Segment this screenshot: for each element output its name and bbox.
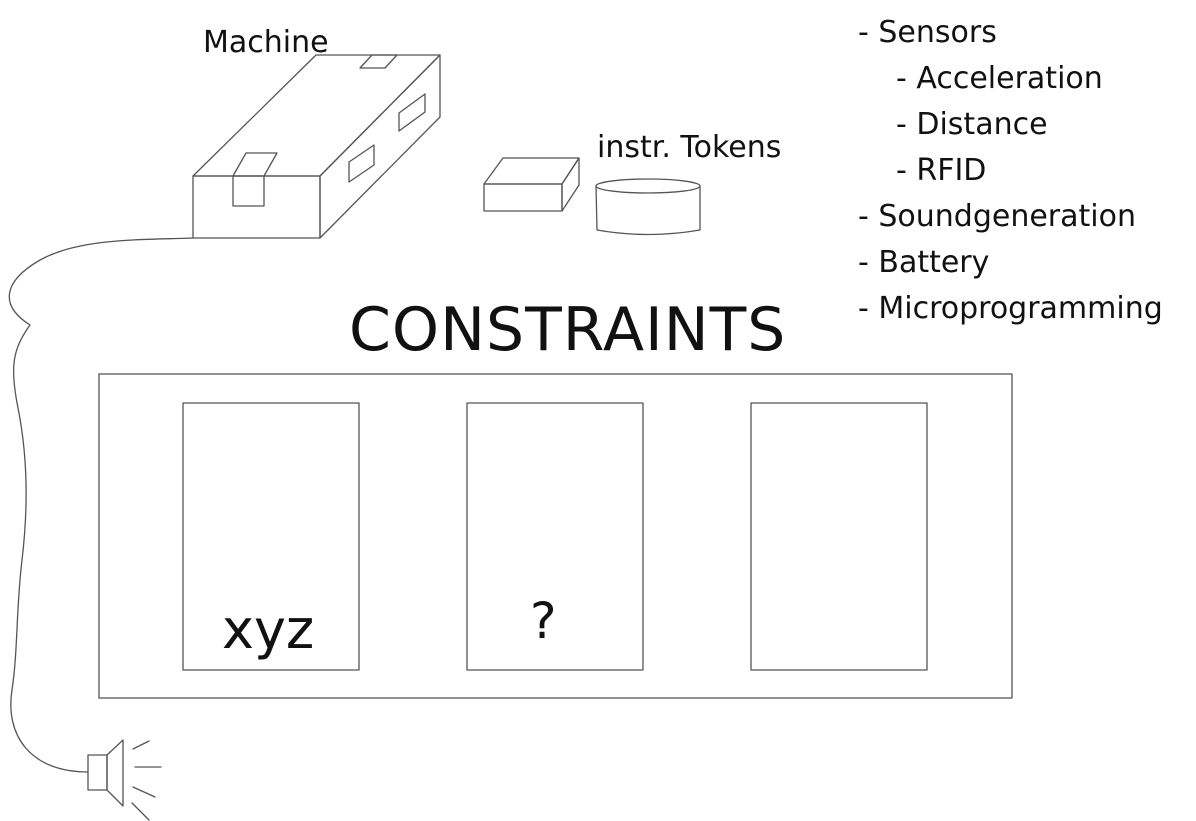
box-token-side bbox=[561, 157, 580, 212]
constraints-panel bbox=[98, 373, 1013, 699]
feature-item: - Microprogramming bbox=[858, 291, 1163, 326]
sound-line-1 bbox=[132, 740, 150, 750]
machine-side-window-2 bbox=[398, 93, 426, 132]
tokens-label: instr. Tokens bbox=[597, 130, 782, 165]
sound-line-3 bbox=[132, 786, 156, 798]
speaker-cone bbox=[106, 739, 124, 807]
slot-2-label: ? bbox=[530, 592, 557, 650]
feature-subitem: - Acceleration bbox=[896, 61, 1103, 96]
machine-top-notch-back bbox=[359, 54, 398, 69]
machine-label: Machine bbox=[203, 25, 329, 60]
box-token-drawing bbox=[483, 157, 580, 212]
machine-front-face bbox=[192, 175, 321, 239]
cylinder-token-body bbox=[595, 185, 701, 236]
machine-drawing bbox=[192, 54, 441, 239]
machine-front-notch bbox=[232, 175, 265, 207]
constraint-slot-3 bbox=[750, 402, 928, 671]
machine-side-face bbox=[319, 54, 441, 239]
feature-subitem: - Distance bbox=[896, 107, 1048, 142]
cylinder-token-drawing bbox=[595, 178, 701, 236]
feature-item: - Sensors bbox=[858, 15, 997, 50]
cylinder-token-top bbox=[595, 178, 701, 194]
cable-line bbox=[8, 237, 194, 773]
feature-item: - Battery bbox=[858, 245, 990, 280]
constraints-title: CONSTRAINTS bbox=[349, 295, 787, 365]
feature-item: - Soundgeneration bbox=[858, 199, 1136, 234]
constraint-slot-2 bbox=[466, 402, 644, 671]
feature-list: - Sensors - Acceleration - Distance - RF… bbox=[858, 10, 1163, 332]
machine-side-window-1 bbox=[348, 144, 375, 183]
sound-line-4 bbox=[131, 802, 150, 821]
feature-subitem: - RFID bbox=[896, 153, 987, 188]
box-token-front bbox=[483, 183, 563, 212]
speaker-body bbox=[87, 754, 108, 791]
constraint-slot-1 bbox=[182, 402, 360, 671]
machine-top-face bbox=[192, 54, 441, 177]
speaker-drawing bbox=[87, 739, 162, 821]
machine-top-notch-front bbox=[232, 152, 278, 177]
slot-1-label: xyz bbox=[222, 598, 315, 661]
